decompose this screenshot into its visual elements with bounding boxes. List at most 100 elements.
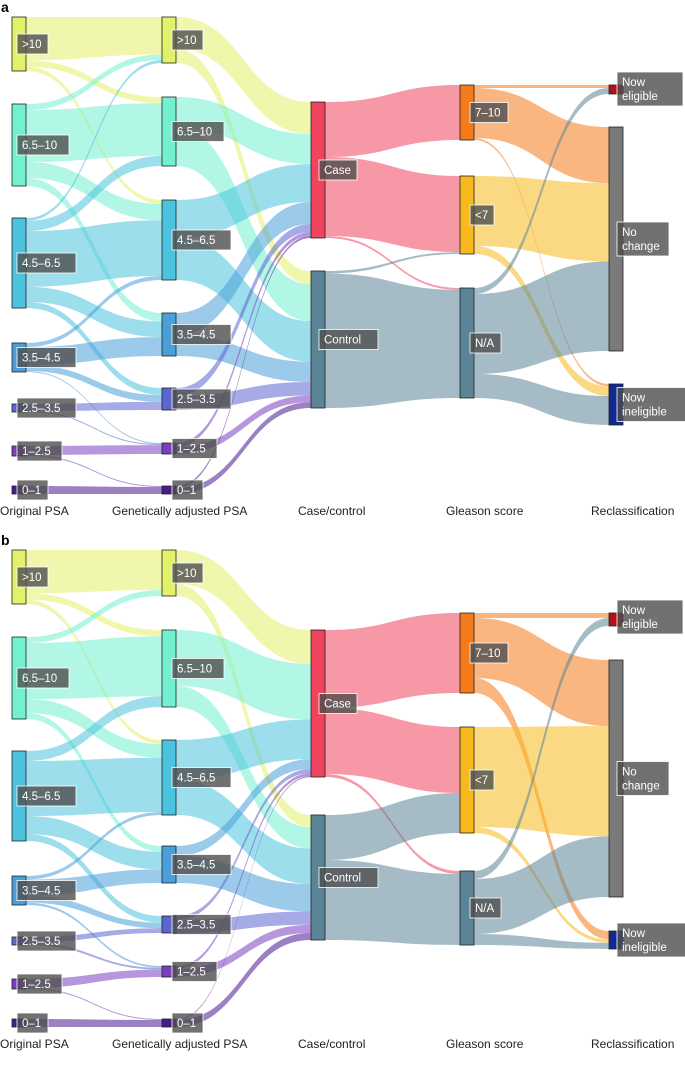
a-flow-orig-adj-2-0 bbox=[26, 60, 162, 222]
a-flow-case-gleason-0-1 bbox=[325, 157, 460, 253]
b-flow-adj-case-5-1 bbox=[176, 924, 311, 977]
b-original-psa-4-5-6-5-label-text: 4.5–6.5 bbox=[22, 791, 60, 803]
a-flow-case-gleason-0-0 bbox=[325, 85, 460, 157]
a-case-control-case-label-text: Case bbox=[324, 165, 351, 177]
a-reclass-now-ineligible-label-text: Now bbox=[622, 393, 646, 405]
b-adjusted-psa-0-1-label-text: 0–1 bbox=[177, 1018, 196, 1030]
a-gleason-7-label-box bbox=[469, 204, 495, 226]
b-adjusted-psa-4-5-6-5-label-box bbox=[171, 767, 232, 788]
a-case-control-control-label-box bbox=[318, 329, 379, 350]
a-original-psa-4-5-6-5-label-box bbox=[16, 252, 77, 274]
a-adjusted-psa-0-1-label-box bbox=[171, 479, 204, 501]
a-flow-gleason-reclass-0-2 bbox=[474, 138, 609, 387]
b-flow-gleason-reclass-2-1 bbox=[474, 836, 609, 934]
a-flow-adj-case-5-0 bbox=[176, 232, 311, 447]
panel-letter-a: a bbox=[1, 0, 9, 15]
b-column-title-original-psa: Original PSA bbox=[0, 1037, 69, 1051]
a-original-psa-6-5-10-label-text: 6.5–10 bbox=[22, 140, 57, 152]
b-adjusted-psa-0-1-label-box bbox=[171, 1012, 204, 1034]
a-flow-adj-case-1-0 bbox=[176, 97, 311, 164]
b-case-control-control-label-text: Control bbox=[324, 873, 361, 885]
b-original-psa-3-5-4-5-label-box bbox=[16, 880, 77, 901]
b-flow-gleason-reclass-0-0 bbox=[474, 613, 609, 618]
a-column-title-gleason-score: Gleason score bbox=[446, 504, 524, 518]
b-adjusted-psa-10-label-box bbox=[171, 562, 204, 584]
b-original-psa-4-5-6-5-label-box bbox=[16, 785, 77, 807]
b-original-psa-10-label-box bbox=[16, 566, 49, 588]
b-original-psa-0-1-label-box bbox=[16, 1012, 49, 1034]
b-reclass-now-ineligible-label-text: ineligible bbox=[622, 942, 667, 954]
b-column-title-genetically-adjusted-psa: Genetically adjusted PSA bbox=[112, 1037, 247, 1051]
b-column-title-case-control: Case/control bbox=[298, 1037, 365, 1051]
a-flow-orig-adj-0-0 bbox=[26, 17, 162, 61]
a-reclass-no-change-label-box bbox=[616, 221, 670, 257]
a-reclass-now-ineligible-label-box bbox=[616, 387, 685, 422]
a-flow-adj-case-4-0 bbox=[176, 224, 311, 396]
a-original-psa-6-5-10-label-box bbox=[16, 134, 70, 156]
b-gleason-7-label-box bbox=[469, 769, 495, 791]
b-flow-adj-case-6-1 bbox=[176, 932, 311, 1027]
a-reclass-now-eligible-label-box bbox=[616, 71, 684, 107]
b-flow-case-gleason-0-0 bbox=[325, 613, 460, 708]
a-original-psa-1-2-5-label-text: 1–2.5 bbox=[22, 446, 51, 458]
a-flow-gleason-reclass-2-1 bbox=[474, 261, 609, 374]
a-adjusted-psa-6-5-10-label-text: 6.5–10 bbox=[177, 127, 212, 139]
a-adjusted-psa-3-5-4-5-label-box bbox=[171, 324, 232, 345]
a-gleason-7-10-label-text: 7–10 bbox=[475, 108, 501, 120]
b-original-psa-0-1-label-text: 0–1 bbox=[22, 1018, 41, 1030]
a-gleason-7-10-label-box bbox=[469, 102, 509, 123]
a-flow-orig-adj-5-6 bbox=[26, 454, 162, 487]
a-column-title-original-psa: Original PSA bbox=[0, 504, 69, 518]
b-adjusted-psa-1-2-5-label-box bbox=[171, 961, 218, 982]
b-reclass-now-ineligible-label-text: Now bbox=[622, 928, 646, 940]
a-flow-orig-adj-6-6 bbox=[26, 486, 162, 494]
a-original-psa-3-5-4-5-label-box bbox=[16, 347, 77, 368]
a-adjusted-psa-6-5-10-label-box bbox=[171, 121, 225, 142]
b-original-psa-1-2-5-label-text: 1–2.5 bbox=[22, 979, 51, 991]
b-reclass-now-ineligible-label-box bbox=[616, 922, 685, 958]
b-gleason-7-10-label-box bbox=[469, 642, 509, 664]
a-flow-adj-case-2-0 bbox=[176, 164, 311, 238]
b-original-psa-1-2-5-label-box bbox=[16, 973, 63, 995]
b-gleason-n-a-label-box bbox=[469, 897, 502, 919]
a-original-psa-0-1-label-box bbox=[16, 479, 49, 501]
a-gleason-n-a-label-box bbox=[469, 332, 502, 354]
b-adjusted-psa-3-5-4-5-label-text: 3.5–4.5 bbox=[177, 860, 215, 872]
b-flow-adj-case-5-0 bbox=[176, 773, 311, 969]
a-adjusted-psa-0-1-label-text: 0–1 bbox=[177, 485, 196, 497]
a-original-psa-10-label-box bbox=[16, 33, 49, 55]
b-flow-adj-case-3-0 bbox=[176, 759, 311, 856]
a-column-title-genetically-adjusted-psa: Genetically adjusted PSA bbox=[112, 504, 247, 518]
b-adjusted-psa-2-5-3-5-label-text: 2.5–3.5 bbox=[177, 920, 215, 932]
a-flow-adj-case-5-1 bbox=[176, 395, 311, 454]
a-adjusted-psa-4-5-6-5-label-text: 4.5–6.5 bbox=[177, 235, 215, 247]
a-flow-adj-case-1-1 bbox=[176, 127, 311, 322]
b-reclass-no-change-label-text: No bbox=[622, 767, 637, 779]
a-flow-orig-adj-1-0 bbox=[26, 54, 162, 110]
b-case-control-control-label-box bbox=[318, 867, 379, 888]
a-flow-adj-case-6-1 bbox=[176, 402, 311, 494]
b-original-psa-2-5-3-5-label-box bbox=[16, 930, 77, 952]
a-flow-adj-case-2-1 bbox=[176, 238, 311, 362]
b-flow-gleason-reclass-1-1 bbox=[474, 726, 609, 837]
b-adjusted-psa-6-5-10-label-text: 6.5–10 bbox=[177, 664, 212, 676]
a-reclass-now-eligible-label-text: eligible bbox=[622, 91, 658, 103]
b-gleason-7-10-label-text: 7–10 bbox=[475, 648, 501, 660]
b-adjusted-psa-3-5-4-5-label-box bbox=[171, 854, 232, 875]
a-reclass-no-change-label-text: change bbox=[622, 241, 660, 253]
b-adjusted-psa-6-5-10-label-box bbox=[171, 658, 225, 679]
a-reclass-no-change-label-text: No bbox=[622, 227, 637, 239]
a-adjusted-psa-1-2-5-label-text: 1–2.5 bbox=[177, 444, 206, 456]
b-adjusted-psa-2-5-3-5-label-box bbox=[171, 914, 232, 935]
a-column-title-reclassification: Reclassification bbox=[591, 504, 674, 518]
b-flow-gleason-reclass-2-2 bbox=[474, 934, 609, 949]
a-adjusted-psa-10-label-text: >10 bbox=[177, 35, 197, 47]
a-flow-case-gleason-1-2 bbox=[325, 273, 460, 408]
b-reclass-now-eligible-label-text: Now bbox=[622, 605, 646, 617]
b-column-title-reclassification: Reclassification bbox=[591, 1037, 674, 1051]
a-original-psa-2-5-3-5-label-box bbox=[16, 397, 77, 419]
b-flow-orig-adj-3-4 bbox=[26, 895, 162, 929]
a-original-psa-10-label-text: >10 bbox=[22, 39, 42, 51]
a-flow-case-gleason-1-1 bbox=[325, 252, 460, 274]
b-flow-orig-adj-0-0 bbox=[26, 550, 162, 594]
